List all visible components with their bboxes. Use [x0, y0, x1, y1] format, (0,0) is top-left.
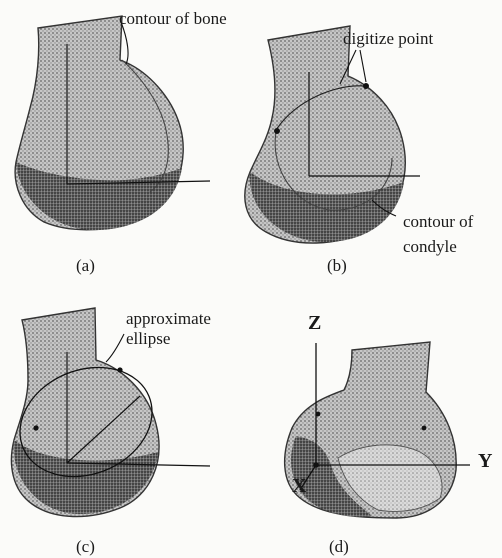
annotation-contour-of: contour of: [403, 213, 473, 230]
annotation-leader: [106, 334, 124, 362]
annotation-ellipse: ellipse: [126, 330, 170, 347]
digitize-point-marker: [33, 425, 38, 430]
panel-c-drawing: [3, 308, 210, 517]
annotation-condyle: condyle: [403, 238, 457, 255]
digitize-point-marker: [316, 412, 321, 417]
axis-label-y: Y: [478, 451, 492, 471]
panel-d-drawing: [285, 342, 470, 518]
annotation-contour-of-bone: contour of bone: [119, 10, 227, 27]
axis-label-x: X: [292, 476, 306, 496]
digitize-point-marker: [274, 128, 280, 134]
panel-a-drawing: [15, 16, 210, 230]
digitize-point-marker: [422, 426, 427, 431]
panel-b-drawing: [245, 26, 420, 243]
digitize-point-marker: [117, 367, 122, 372]
panel-c-caption: (c): [76, 538, 95, 555]
panel-b-caption: (b): [327, 257, 347, 274]
panel-a-caption: (a): [76, 257, 95, 274]
annotation-leader: [360, 50, 366, 82]
panel-d-caption: (d): [329, 538, 349, 555]
annotation-approximate: approximate: [126, 310, 211, 327]
annotation-digitize-point: digitize point: [343, 30, 433, 47]
digitize-point-marker: [363, 83, 369, 89]
axis-label-z: Z: [308, 313, 321, 333]
origin-point: [313, 462, 319, 468]
